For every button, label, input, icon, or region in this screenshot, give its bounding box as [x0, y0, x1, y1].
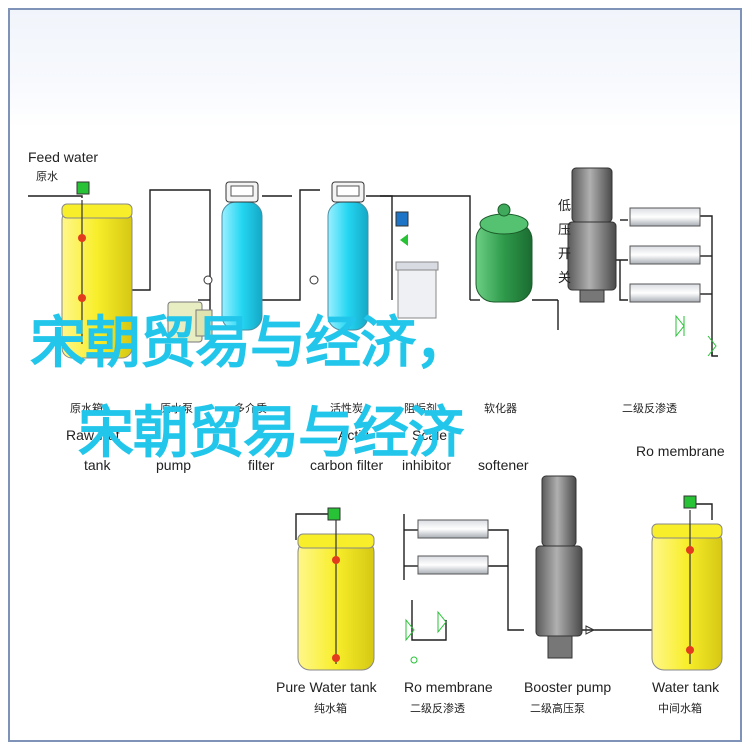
pipe-network-bottom: [295, 503, 713, 641]
overlay-title-line-1: 宋朝贸易与经济，: [30, 311, 471, 376]
overlay-title-line-2: 宋朝贸易与经济: [78, 401, 464, 466]
water-tank-cn-label: 中间水箱: [658, 701, 702, 715]
ro-membrane-bottom-label: Ro membrane: [404, 679, 493, 695]
scale-inhibitor-doser: [395, 211, 439, 319]
switch-char-3: 开: [558, 247, 571, 262]
labels-top-row: Feed water 原水 原水箱 Raw wat tank 原水泵 pump …: [28, 149, 725, 473]
multimedia-filter: [203, 181, 263, 331]
booster-pump-label: Booster pump: [524, 679, 611, 695]
low-pressure-switch-cn-label: 低 压 开 关: [558, 199, 575, 286]
carbon-filter-label: Activ: [338, 427, 368, 443]
ro-membrane-top-label: Ro membrane: [636, 443, 725, 459]
raw-water-tank-cn-label: 原水箱: [70, 401, 103, 415]
booster-pump-cn-label: 二级高压泵: [530, 701, 585, 715]
switch-char-2: 压: [558, 223, 571, 238]
feed-water-cn-label: 原水: [36, 170, 58, 183]
water-tank-label: Water tank: [652, 679, 720, 695]
diagram-frame: [8, 8, 742, 742]
sand-filter-label: filter: [248, 457, 275, 473]
switch-char-1: 低: [558, 199, 571, 214]
ro-membrane-array-bottom: [405, 519, 489, 664]
pure-water-tank-cn-label: 纯水箱: [314, 701, 347, 715]
water-tank: [651, 495, 723, 671]
ro-membrane-bottom-cn-label: 二级反渗透: [410, 701, 465, 715]
header-band: [10, 10, 740, 128]
pure-water-tank: [297, 507, 375, 671]
scale-inhibitor-label-2: inhibitor: [402, 457, 451, 473]
softener-label: softener: [478, 457, 529, 473]
raw-water-tank: [61, 181, 133, 359]
sand-filter-cn-label: 多介质: [234, 401, 267, 415]
carbon-filter-label-2: carbon filter: [310, 457, 383, 473]
raw-pump-label: pump: [156, 457, 191, 473]
scale-inhibitor-label: Scale: [412, 427, 447, 443]
booster-pump: [535, 475, 596, 659]
carbon-filter-cn-label: 活性炭: [330, 401, 363, 415]
softener-cn-label: 软化器: [484, 401, 517, 415]
raw-pump-cn-label: 原水泵: [160, 402, 193, 415]
feed-water-label: Feed water: [28, 149, 98, 165]
carbon-filter: [309, 181, 369, 331]
ro-membrane-top-cn-label: 二级反渗透: [622, 401, 677, 415]
softener-tank: [475, 203, 533, 303]
raw-water-tank-label: Raw wat: [66, 427, 120, 443]
high-pressure-pump-top: [567, 167, 617, 303]
ro-membrane-array-top: [629, 207, 717, 357]
raw-water-tank-label-2: tank: [84, 457, 111, 473]
pure-water-tank-label: Pure Water tank: [276, 679, 378, 695]
raw-water-pump: [167, 301, 213, 343]
scale-inhibitor-cn-label: 阻垢剂: [404, 401, 437, 415]
labels-bottom-row: Pure Water tank 纯水箱 Ro membrane 二级反渗透 Bo…: [276, 679, 720, 715]
switch-char-4: 关: [558, 271, 571, 286]
pipe-network-top: [28, 185, 718, 357]
